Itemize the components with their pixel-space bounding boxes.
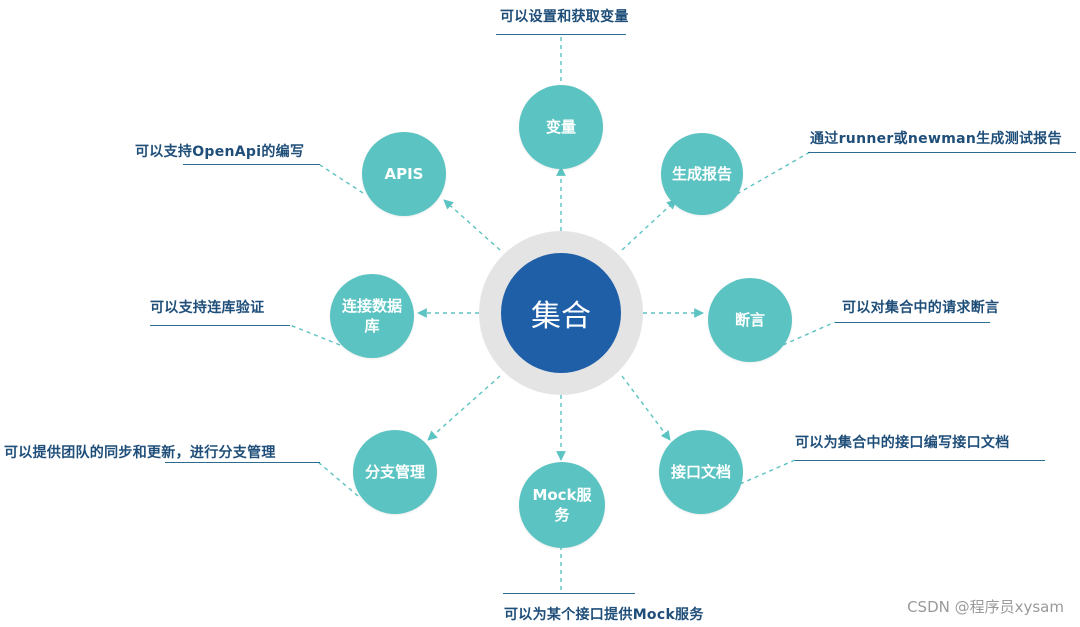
underline-variables (496, 34, 626, 35)
node-mock: Mock服务 (519, 462, 605, 548)
underline-apis (183, 164, 320, 165)
underline-reports (808, 152, 1076, 153)
desc-database: 可以支持连库验证 (150, 300, 265, 316)
underline-assertions (835, 322, 990, 323)
arrow-docs (621, 375, 671, 441)
node-label: 生成报告 (671, 165, 732, 183)
node-database: 连接数据库 (330, 274, 414, 358)
leader-assertions (782, 321, 836, 346)
desc-assertions: 可以对集合中的请求断言 (842, 300, 1000, 316)
node-assertions: 断言 (708, 278, 792, 362)
node-label: 分支管理 (364, 463, 425, 481)
arrow-branch (427, 375, 501, 441)
hub-label: 集合 (531, 299, 591, 334)
desc-mock: 可以为某个接口提供Mock服务 (504, 607, 704, 623)
leader-docs (739, 459, 796, 485)
node-label: APIS (384, 165, 424, 183)
arrow-reports (621, 199, 677, 251)
node-label: Mock服务 (532, 486, 592, 524)
leader-apis (319, 164, 364, 194)
desc-docs: 可以为集合中的接口编写接口文档 (795, 435, 1010, 451)
desc-branch: 可以提供团队的同步和更新，进行分支管理 (4, 445, 276, 461)
desc-variables: 可以设置和获取变量 (500, 9, 629, 25)
node-label: 连接数据库 (341, 297, 402, 335)
node-docs: 接口文档 (659, 430, 743, 514)
desc-reports: 通过runner或newman生成测试报告 (810, 131, 1062, 147)
node-reports: 生成报告 (661, 133, 743, 215)
leader-database (289, 324, 341, 346)
node-label: 断言 (734, 311, 765, 329)
leader-branch (317, 461, 359, 497)
node-variables: 变量 (519, 85, 603, 169)
underline-mock (503, 593, 635, 594)
node-label: 接口文档 (670, 463, 731, 481)
node-label: 变量 (545, 118, 576, 136)
underline-docs (795, 460, 1045, 461)
arrow-apis (443, 199, 501, 251)
desc-apis: 可以支持OpenApi的编写 (135, 144, 305, 160)
watermark: CSDN @程序员xysam (907, 598, 1064, 616)
underline-branch (165, 462, 320, 463)
hub-center: 集合 (501, 253, 621, 373)
underline-database (150, 325, 290, 326)
node-branch: 分支管理 (353, 430, 437, 514)
node-apis: APIS (362, 132, 446, 216)
